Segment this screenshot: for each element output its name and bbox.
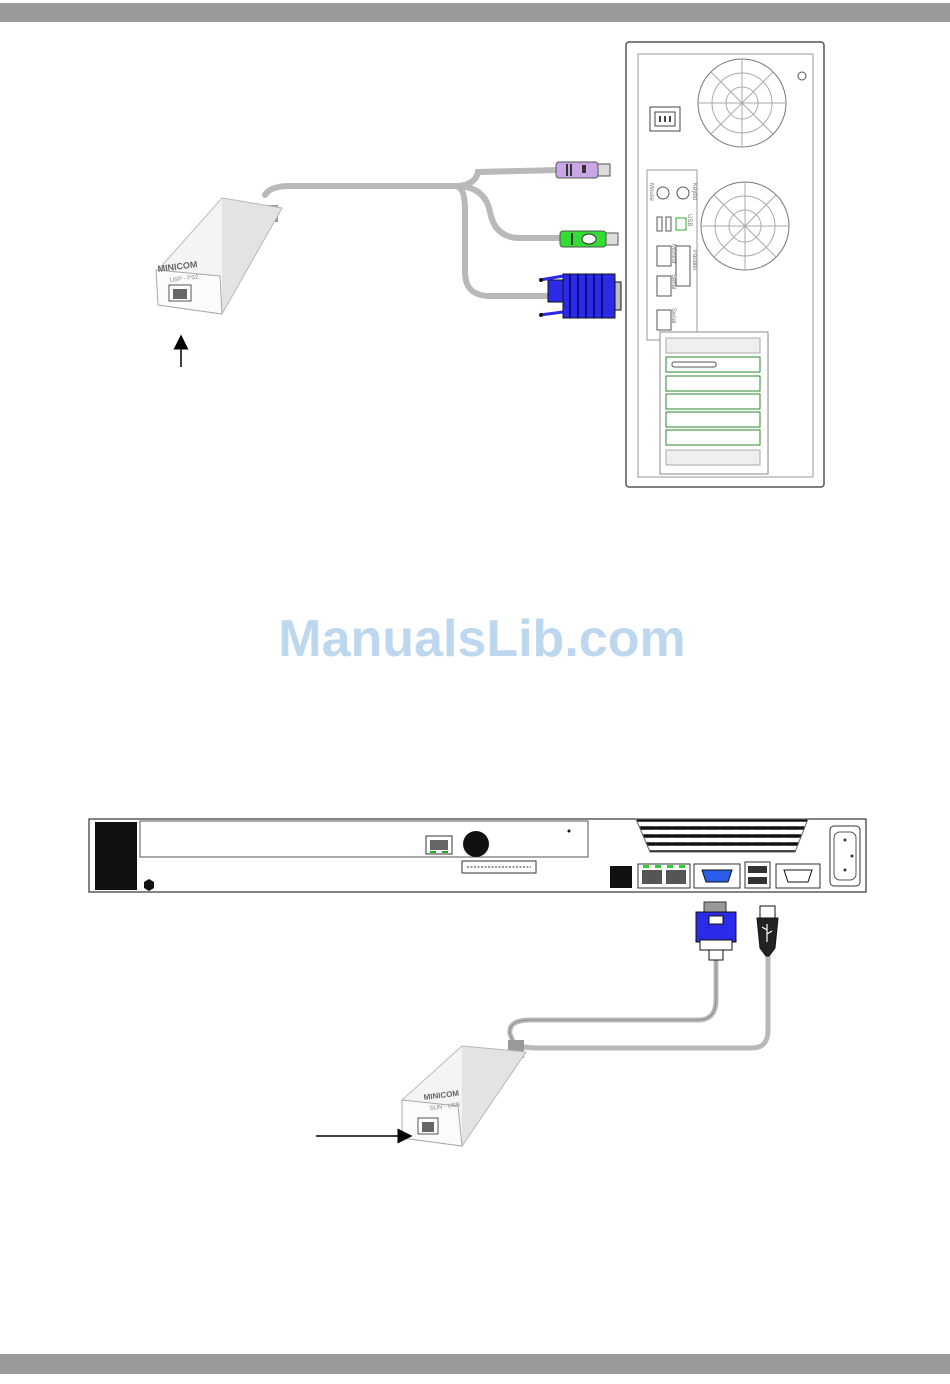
adapter-sun-usb: MINICOM SUN - USB	[402, 1040, 526, 1146]
expansion-slot	[666, 430, 760, 445]
vga-port-icon	[694, 864, 740, 888]
ps2-port-icon	[677, 187, 689, 199]
monitor-port-icon	[657, 246, 671, 266]
vent-grille	[636, 819, 808, 852]
fan-icon	[698, 59, 786, 147]
expansion-slot	[666, 394, 760, 409]
usb-port-icon	[666, 217, 671, 231]
expansion-slot	[666, 376, 760, 391]
port-label-serial-1: Serial	[670, 274, 676, 289]
port-label-monitor: Monitor	[670, 244, 676, 264]
usb-port-icon	[657, 217, 662, 231]
expansion-slot	[666, 338, 760, 353]
port-label-serial-2: Serial	[670, 308, 676, 323]
power-socket-icon	[830, 826, 860, 886]
serial-port-icon	[657, 310, 671, 330]
cable-bundle-1	[265, 170, 562, 296]
parallel-port-icon	[676, 246, 690, 286]
ps2-port-icon	[657, 187, 669, 199]
watermark: ManualsLib.com	[278, 610, 685, 668]
lan-port-icon	[638, 864, 690, 888]
bottom-bar	[0, 1354, 950, 1374]
usb-plug	[757, 906, 778, 956]
cable-bundle-2	[510, 950, 768, 1048]
serial-port-icon	[776, 864, 820, 888]
expansion-slot	[666, 450, 760, 465]
port-label-keybd: Keybd	[691, 183, 697, 200]
knob-icon	[463, 831, 489, 857]
fan-icon	[701, 182, 789, 270]
cable-outline	[510, 958, 716, 1044]
ps2-keyboard-plug	[560, 231, 618, 247]
vga-plug-2	[696, 902, 736, 960]
serial-port-icon	[657, 276, 671, 296]
rj45-port-icon	[426, 836, 452, 854]
lan-port-icon	[676, 218, 686, 230]
kvm-switch-rear	[89, 819, 866, 892]
expansion-slot	[666, 412, 760, 427]
power-socket-icon	[650, 107, 680, 131]
port-label-mouse: Mouse	[648, 183, 654, 202]
adapter-ps2: MINICOM USP - PS2	[156, 198, 282, 314]
ps2-mouse-plug	[556, 162, 610, 178]
pc-tower: Mouse Keybd USB Parallel Monitor Serial …	[626, 42, 824, 487]
usb-port-icon	[745, 862, 770, 888]
port-label-parallel: Parallel	[691, 250, 697, 270]
vga-plug	[539, 274, 621, 318]
port-label-usb: USB	[686, 214, 692, 226]
